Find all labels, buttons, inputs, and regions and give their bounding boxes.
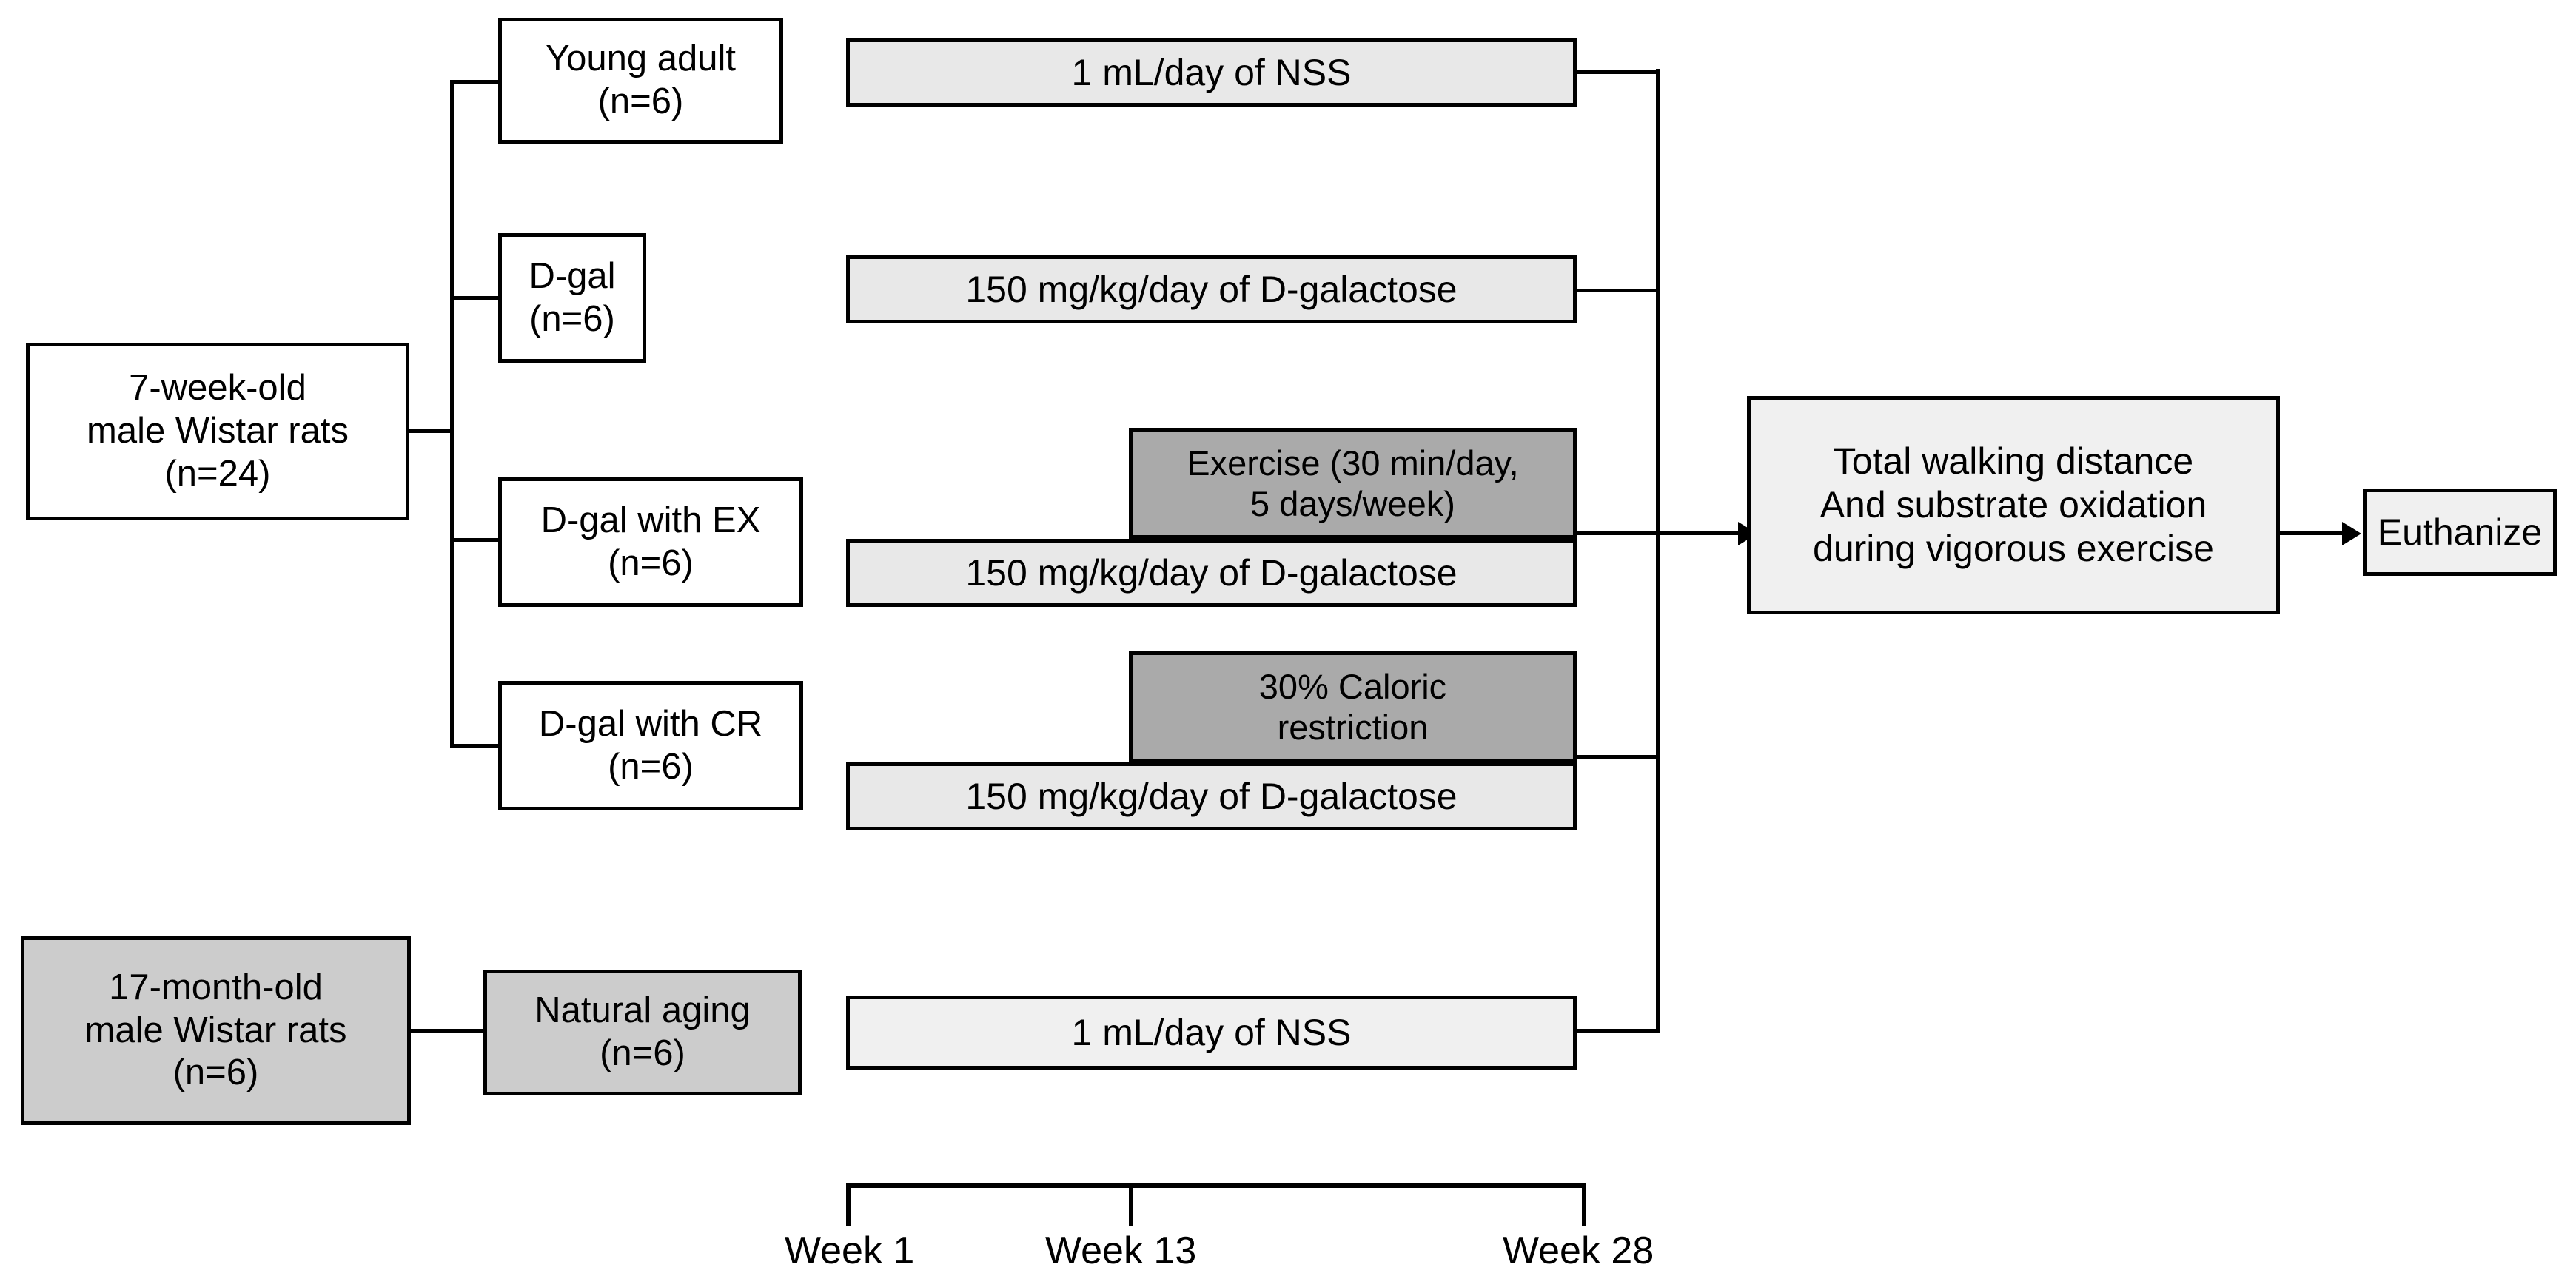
group-box-d-gal: D-gal (n=6) [498, 233, 646, 363]
timeline-tick-week-1 [846, 1183, 851, 1226]
timeline-rail [846, 1183, 1586, 1188]
connector-lead-row4 [1577, 755, 1660, 759]
group-box-d-gal-with-cr: D-gal with CR (n=6) [498, 681, 803, 810]
treatment-bar-dgal-ex: 150 mg/kg/day of D-galactose [846, 539, 1577, 607]
treatment-bar-exercise: Exercise (30 min/day, 5 days/week) [1129, 428, 1577, 539]
endpoint-box-euthanize: Euthanize [2363, 489, 2557, 576]
connector-lead-row3 [1577, 531, 1660, 535]
treatment-bar-nss-young: 1 mL/day of NSS [846, 38, 1577, 107]
connector-stub-d-gal-with-ex [450, 538, 502, 542]
connector-arrow-shaft-to-outcome [1656, 531, 1741, 535]
group-box-natural-aging: Natural aging (n=6) [483, 970, 802, 1095]
treatment-bar-dgal-cr: 150 mg/kg/day of D-galactose [846, 762, 1577, 830]
connector-young-bracket-spine [450, 81, 454, 748]
timeline-label-week-13: Week 13 [1045, 1229, 1197, 1272]
cohort-box-young: 7-week-old male Wistar rats (n=24) [26, 343, 409, 520]
timeline-label-week-28: Week 28 [1503, 1229, 1654, 1272]
connector-stub-d-gal [450, 296, 502, 300]
connector-stub-d-gal-with-cr [450, 744, 502, 748]
connector-collector-spine [1656, 69, 1660, 1033]
treatment-bar-caloric-restriction: 30% Caloric restriction [1129, 651, 1577, 762]
group-box-d-gal-with-ex: D-gal with EX (n=6) [498, 477, 803, 607]
timeline-label-week-1: Week 1 [785, 1229, 915, 1272]
arrow-head-to-euthanize [2342, 522, 2361, 545]
connector-aged-cohort-to-group [411, 1029, 485, 1033]
connector-young-cohort-trunk [409, 429, 454, 433]
connector-arrow-shaft-to-euthanize [2280, 531, 2345, 535]
treatment-bar-nss-aged: 1 mL/day of NSS [846, 996, 1577, 1070]
group-box-young-adult: Young adult (n=6) [498, 18, 783, 144]
timeline-tick-week-28 [1582, 1183, 1586, 1226]
timeline-tick-week-13 [1129, 1183, 1133, 1226]
outcome-box-measurement: Total walking distance And substrate oxi… [1747, 396, 2280, 614]
treatment-bar-dgal-plain: 150 mg/kg/day of D-galactose [846, 255, 1577, 323]
connector-lead-row5 [1577, 1029, 1660, 1033]
connector-lead-row1 [1577, 70, 1660, 74]
connector-lead-row2 [1577, 289, 1660, 292]
connector-stub-young-adult [450, 80, 502, 84]
cohort-box-aged: 17-month-old male Wistar rats (n=6) [21, 936, 411, 1125]
